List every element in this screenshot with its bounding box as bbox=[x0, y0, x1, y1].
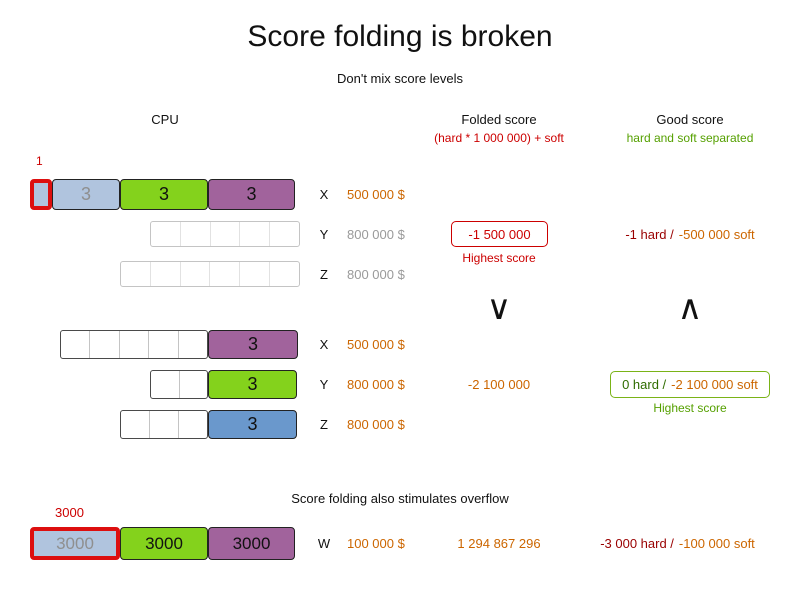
bar-segment-purple: 3000 bbox=[208, 527, 295, 560]
bar-segment-purple: 3 bbox=[208, 330, 298, 359]
good-score-soft: -2 100 000 soft bbox=[671, 377, 758, 392]
empty-cell bbox=[211, 222, 241, 246]
machine-label-y2: Y bbox=[319, 377, 329, 392]
good-score-box: 0 hard / -2 100 000 soft bbox=[610, 371, 770, 398]
page-subtitle: Don't mix score levels bbox=[336, 71, 464, 86]
good-score-formula: hard and soft separated bbox=[626, 131, 754, 145]
machine-label-x: X bbox=[319, 187, 329, 202]
good-score-hard: -3 000 hard / bbox=[600, 536, 674, 551]
bar-segment-green: 3 bbox=[208, 370, 297, 399]
overflow-marker-3000: 3000 bbox=[55, 505, 84, 520]
good-score-hard: -1 hard / bbox=[625, 226, 674, 242]
bar-segment-green: 3000 bbox=[120, 527, 208, 560]
good-score-line: -1 hard / -500 000 soft bbox=[595, 221, 785, 247]
bar-segment-blue: 3 bbox=[208, 410, 297, 439]
empty-cell bbox=[151, 222, 181, 246]
empty-machine-bar-z bbox=[120, 261, 300, 287]
machine-cost-x2: 500 000 $ bbox=[347, 337, 405, 352]
machine-cost-x: 500 000 $ bbox=[347, 187, 405, 202]
good-score-hard: 0 hard / bbox=[622, 377, 667, 392]
machine-cost-z2: 800 000 $ bbox=[347, 417, 405, 432]
page-title: Score folding is broken bbox=[247, 20, 553, 53]
empty-cell bbox=[270, 262, 299, 286]
folded-score-value: -1 500 000 bbox=[468, 226, 531, 242]
empty-cell bbox=[240, 222, 271, 246]
good-highest-score-note: Highest score bbox=[653, 401, 727, 415]
less-than-symbol: ∨ bbox=[486, 289, 512, 327]
empty-cell bbox=[61, 331, 91, 358]
column-header-cpu: CPU bbox=[151, 112, 179, 127]
machine-label-z: Z bbox=[320, 266, 328, 282]
good-score-line-overflow: -3 000 hard / -100 000 soft bbox=[575, 527, 780, 560]
empty-cell bbox=[120, 331, 150, 358]
empty-cell bbox=[151, 371, 180, 398]
folded-highest-score-note: Highest score bbox=[462, 251, 536, 265]
empty-cell bbox=[150, 411, 179, 438]
machine-bar-x2-empty-part bbox=[60, 330, 208, 359]
empty-cell bbox=[181, 222, 211, 246]
machine-cost-y: 800 000 $ bbox=[347, 226, 405, 242]
empty-cell bbox=[121, 411, 150, 438]
empty-cell bbox=[270, 222, 299, 246]
bar-segment-green: 3 bbox=[120, 179, 208, 210]
empty-cell bbox=[121, 262, 151, 286]
machine-cost-w: 100 000 $ bbox=[347, 536, 405, 551]
empty-cell bbox=[240, 262, 271, 286]
machine-bar-y2-empty-part bbox=[150, 370, 208, 399]
empty-cell bbox=[180, 371, 208, 398]
machine-cost-y2: 800 000 $ bbox=[347, 377, 405, 392]
overflow-marker-1: 1 bbox=[36, 154, 43, 168]
greater-than-symbol: ∧ bbox=[677, 289, 703, 327]
machine-bar-z2-empty-part bbox=[120, 410, 208, 439]
machine-label-w: W bbox=[317, 536, 331, 551]
column-header-folded-score: Folded score bbox=[461, 112, 537, 127]
folded-score-box: -1 500 000 bbox=[451, 221, 548, 247]
bar-segment-overflow-unit bbox=[30, 179, 52, 210]
empty-cell bbox=[179, 331, 207, 358]
folded-score-value-overflow: 1 294 867 296 bbox=[457, 536, 541, 551]
empty-cell bbox=[149, 331, 179, 358]
empty-cell bbox=[90, 331, 120, 358]
machine-label-z2: Z bbox=[320, 417, 328, 432]
machine-cost-z: 800 000 $ bbox=[347, 266, 405, 282]
folded-score-formula: (hard * 1 000 000) + soft bbox=[434, 131, 564, 145]
overflow-section-title: Score folding also stimulates overflow bbox=[291, 491, 509, 506]
folded-score-value-2: -2 100 000 bbox=[467, 377, 531, 392]
bar-segment-lightblue: 3 bbox=[52, 179, 120, 210]
empty-cell bbox=[179, 411, 207, 438]
good-score-soft: -500 000 soft bbox=[678, 226, 755, 242]
empty-cell bbox=[210, 262, 241, 286]
bar-segment-purple: 3 bbox=[208, 179, 295, 210]
machine-label-y: Y bbox=[319, 226, 329, 242]
bar-segment-lightblue-overflow: 3000 bbox=[30, 527, 120, 560]
good-score-soft: -100 000 soft bbox=[678, 536, 755, 551]
machine-label-x2: X bbox=[319, 337, 329, 352]
empty-machine-bar-y bbox=[150, 221, 300, 247]
empty-cell bbox=[151, 262, 181, 286]
empty-cell bbox=[181, 262, 211, 286]
column-header-good-score: Good score bbox=[656, 112, 724, 127]
